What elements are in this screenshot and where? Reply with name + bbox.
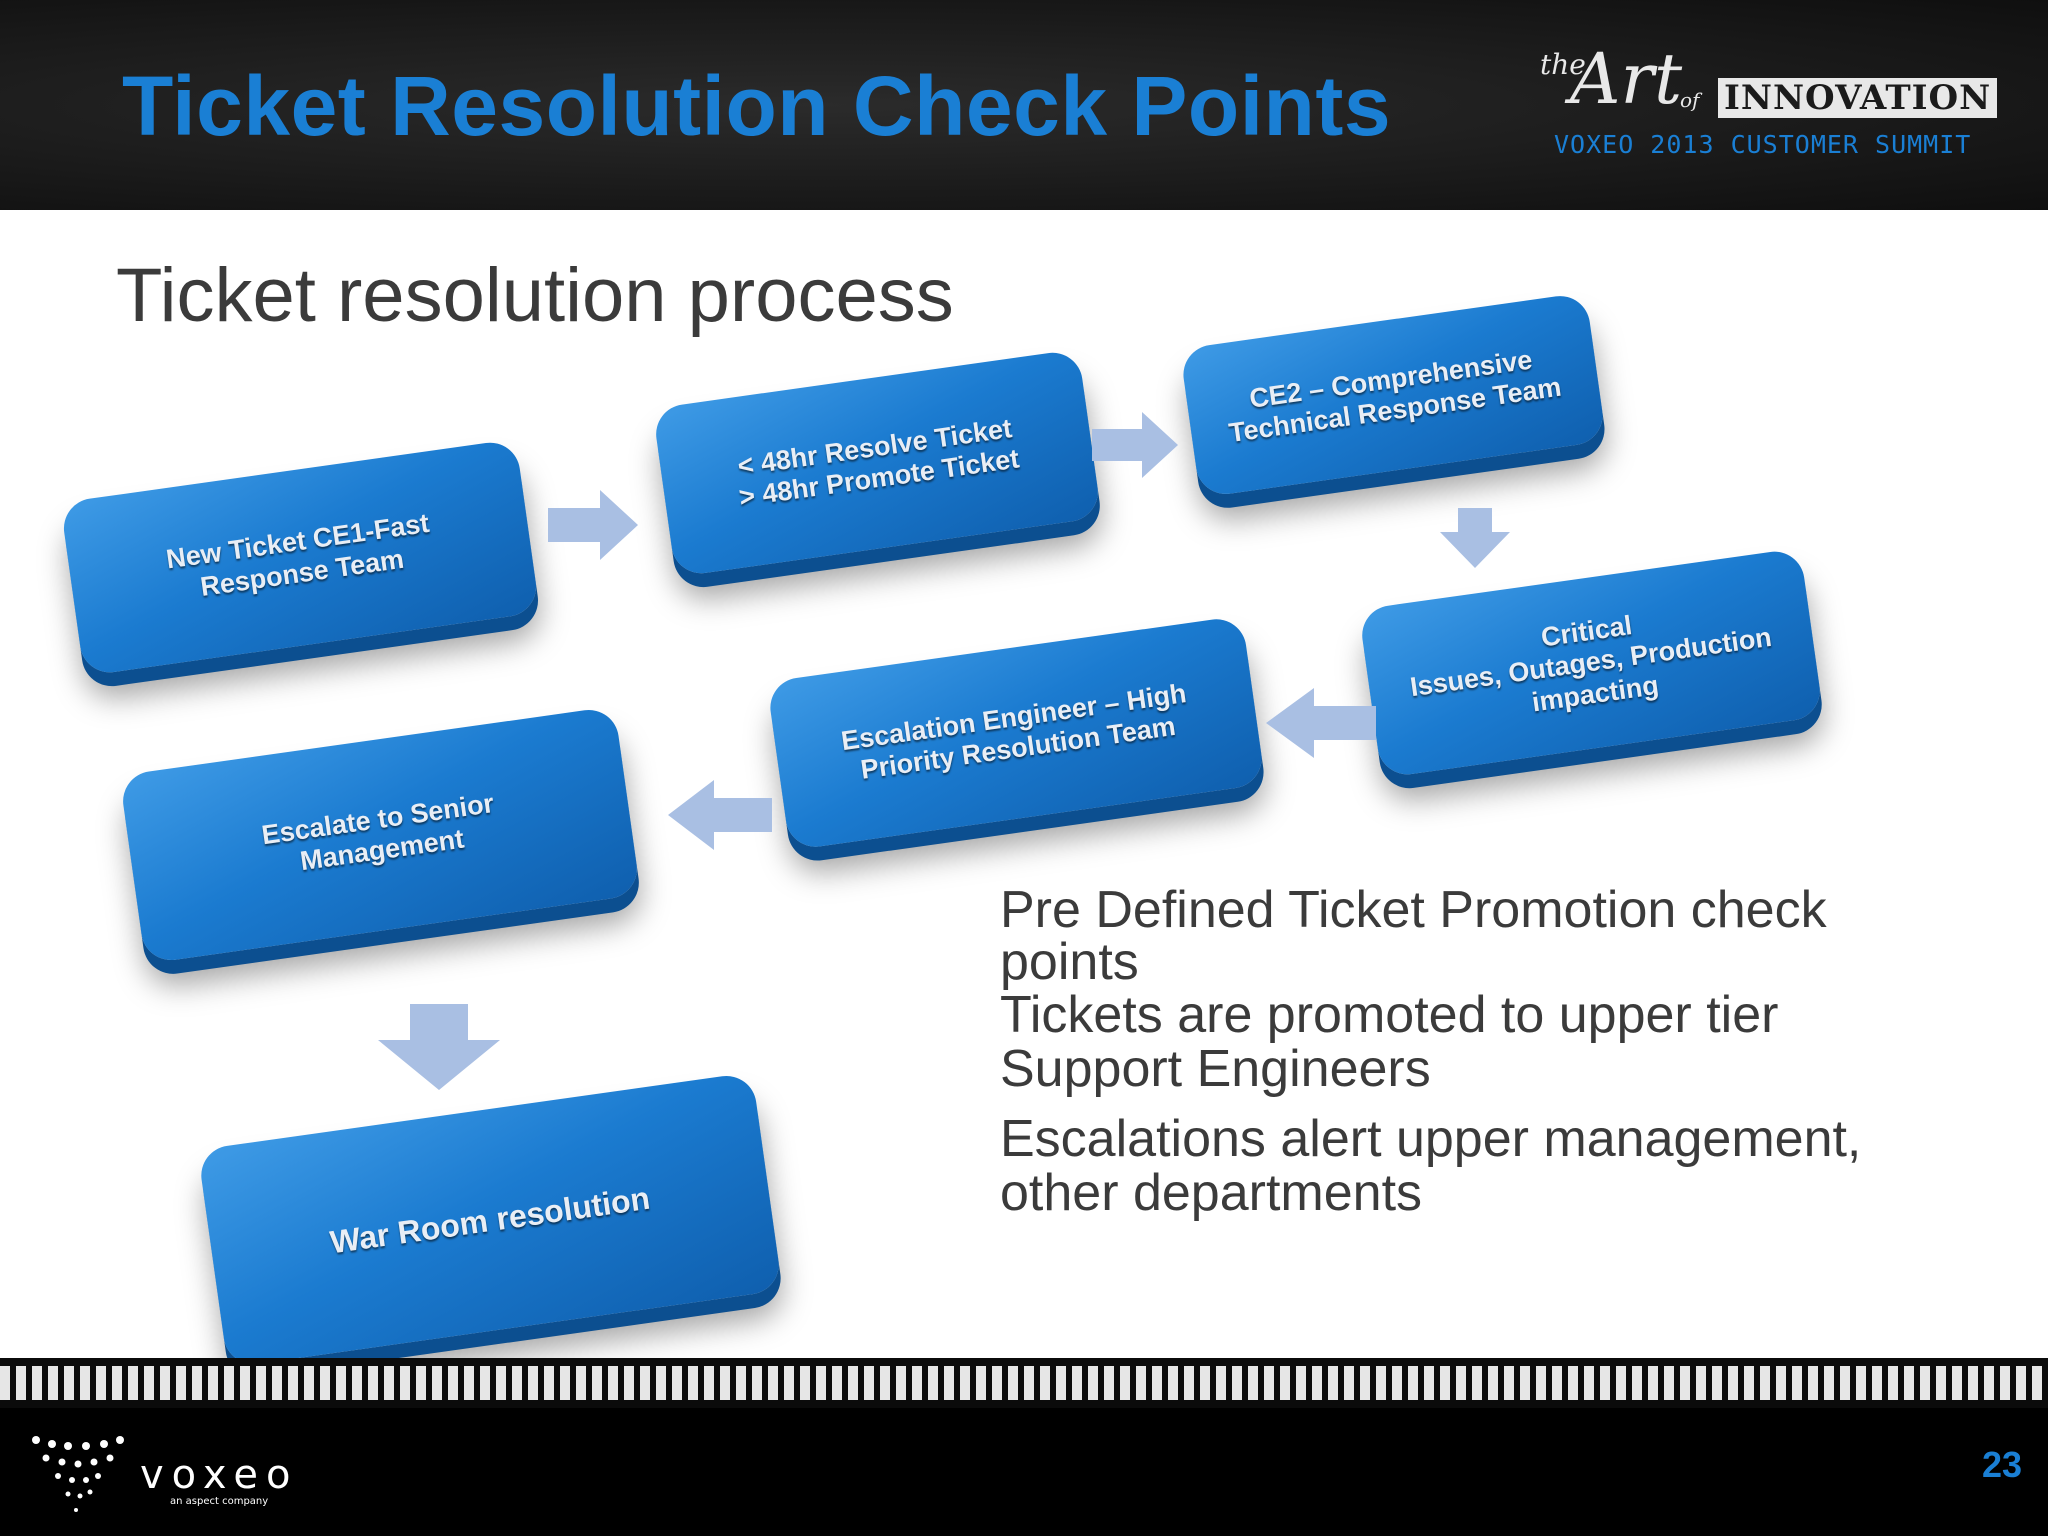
section-subtitle: Ticket resolution process	[116, 253, 954, 338]
slide-title: Ticket Resolution Check Points	[122, 59, 1392, 153]
flow-step-new-ticket: New Ticket CE1-Fast Response Team	[60, 438, 540, 677]
flow-step-label: < 48hr Resolve Ticket > 48hr Promote Tic…	[735, 413, 1021, 513]
art-of-innovation-logo: the Art of INNOVATION VOXEO 2013 CUSTOME…	[1540, 38, 2000, 168]
logo-of: of	[1680, 88, 1700, 112]
logo-summit-subtitle: VOXEO 2013 CUSTOMER SUMMIT	[1554, 130, 1972, 159]
bullet-item: Pre Defined Ticket Promotion check point…	[1000, 881, 1827, 991]
bullet-item: Tickets are promoted to upper tier Suppo…	[1000, 986, 1779, 1098]
flow-step-label: New Ticket CE1-Fast Response Team	[164, 508, 432, 602]
flow-step-escalation-engineer: Escalation Engineer – High Priority Reso…	[766, 615, 1266, 851]
page-number: 23	[1981, 1444, 2022, 1485]
film-holes	[0, 1366, 2048, 1400]
flow-step-label: CE2 – Comprehensive Technical Response T…	[1227, 344, 1564, 449]
flow-step-label: Escalate to Senior Management	[259, 787, 496, 877]
brand-name: voxeo	[140, 1452, 299, 1498]
brand-tagline: an aspect company	[170, 1496, 269, 1507]
flow-step-48hr: < 48hr Resolve Ticket > 48hr Promote Tic…	[652, 348, 1102, 578]
film-strip-divider	[0, 1358, 2048, 1408]
flow-step-war-room: War Room resolution	[197, 1072, 783, 1368]
slide-header: Ticket Resolution Check Points the Art o…	[0, 0, 2048, 210]
flow-step-critical: Critical Issues, Outages, Production imp…	[1358, 547, 1824, 779]
flow-step-ce2: CE2 – Comprehensive Technical Response T…	[1179, 292, 1607, 498]
logo-art: Art	[1570, 38, 1683, 120]
bullet-item: Escalations alert upper management, othe…	[1000, 1110, 1862, 1222]
logo-the: the	[1540, 48, 1586, 81]
voxeo-logo-icon	[28, 1432, 128, 1522]
flow-step-label: Critical Issues, Outages, Production imp…	[1408, 610, 1774, 717]
flow-step-label: War Room resolution	[327, 1179, 653, 1260]
flow-step-label: Escalation Engineer – High Priority Reso…	[839, 678, 1189, 785]
flow-step-senior-management: Escalate to Senior Management	[119, 706, 641, 964]
slide-footer	[0, 1408, 2048, 1536]
logo-innovation: INNOVATION	[1718, 78, 1998, 118]
